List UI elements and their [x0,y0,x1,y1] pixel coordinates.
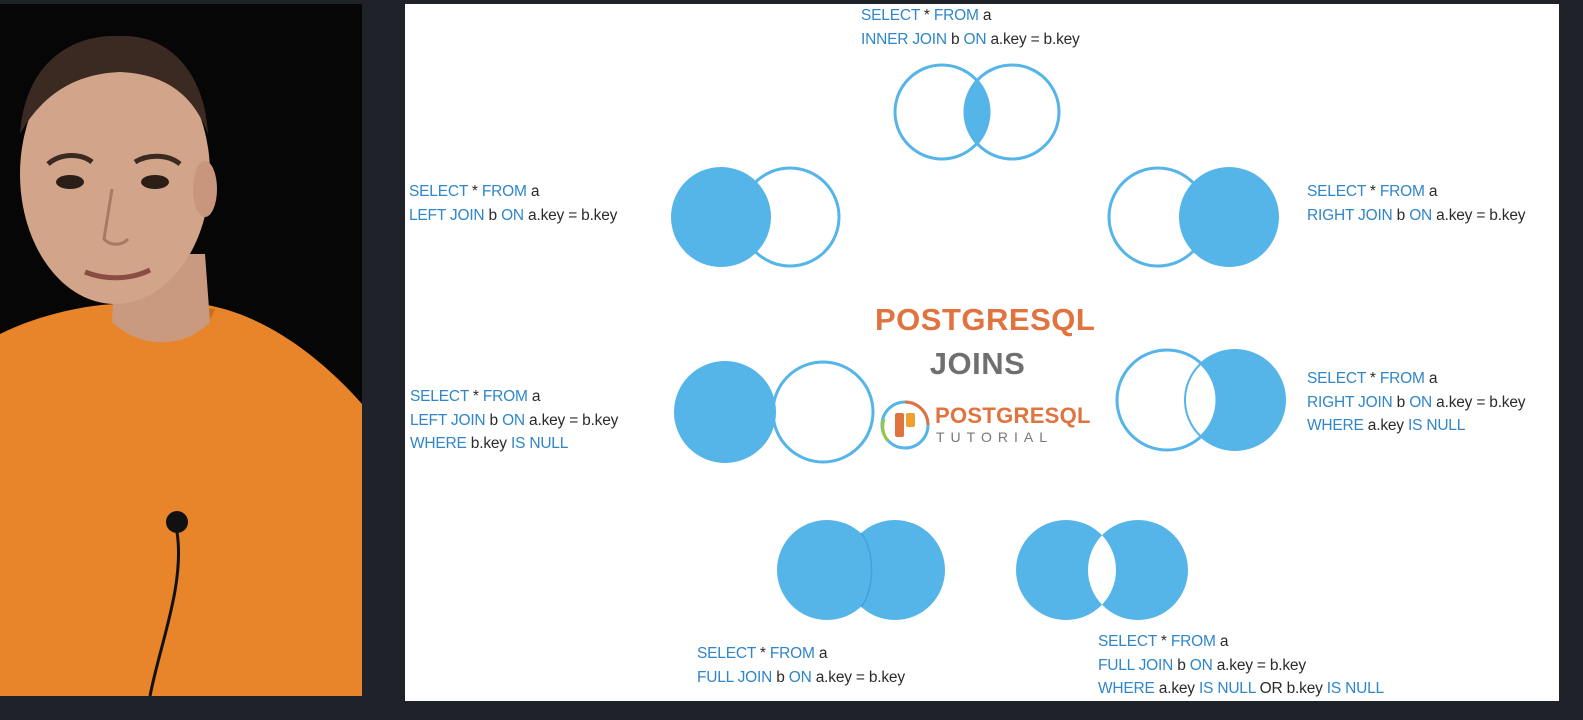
circle-b-only [1088,520,1188,620]
full-join-null-venn [1016,520,1188,620]
right-join-null-venn [1115,348,1286,452]
slide-subtitle: JOINS [929,346,1026,381]
circle-b [963,63,1061,161]
circle-b [771,360,875,464]
logo-wordmark: POSTGRESQL [935,403,1091,428]
webcam-video [0,4,362,696]
logo-tagline: TUTORIAL [936,429,1053,445]
circle-a-only [675,362,775,462]
presenter-image [0,4,362,696]
inner-join-query: SELECT * FROM a INNER JOIN b ON a.key = … [861,7,1080,48]
circle-b-filled [1179,167,1279,267]
left-join-venn [671,166,841,268]
full-join-venn [777,520,945,620]
circle-a [1115,348,1219,452]
circle-b-filled [845,520,945,620]
postgresql-joins-slide: SELECT * FROM a INNER JOIN b ON a.key = … [405,4,1559,701]
right-join-null-query: SELECT * FROM a RIGHT JOIN b ON a.key = … [1307,370,1526,434]
elephant-logo-icon [880,400,930,450]
circle-a-filled [671,167,771,267]
circle-a-only [1016,520,1116,620]
circle-a-outline [674,361,776,463]
inner-join-venn [893,63,1061,161]
full-join-query: SELECT * FROM a FULL JOIN b ON a.key = b… [697,645,905,686]
right-join-venn [1107,166,1279,268]
venn-diagrams [671,63,1286,620]
left-join-null-venn [674,360,875,464]
left-join-query: SELECT * FROM a LEFT JOIN b ON a.key = b… [409,183,618,224]
right-join-query: SELECT * FROM a RIGHT JOIN b ON a.key = … [1307,183,1526,224]
circle-b-outline [1184,349,1286,451]
circle-a [893,63,991,161]
full-join-null-query: SELECT * FROM a FULL JOIN b ON a.key = b… [1098,633,1384,697]
slide-title: POSTGRESQL [875,302,1096,337]
postgresql-tutorial-logo: POSTGRESQL TUTORIAL [879,397,1090,453]
left-join-null-query: SELECT * FROM a LEFT JOIN b ON a.key = b… [410,388,619,452]
